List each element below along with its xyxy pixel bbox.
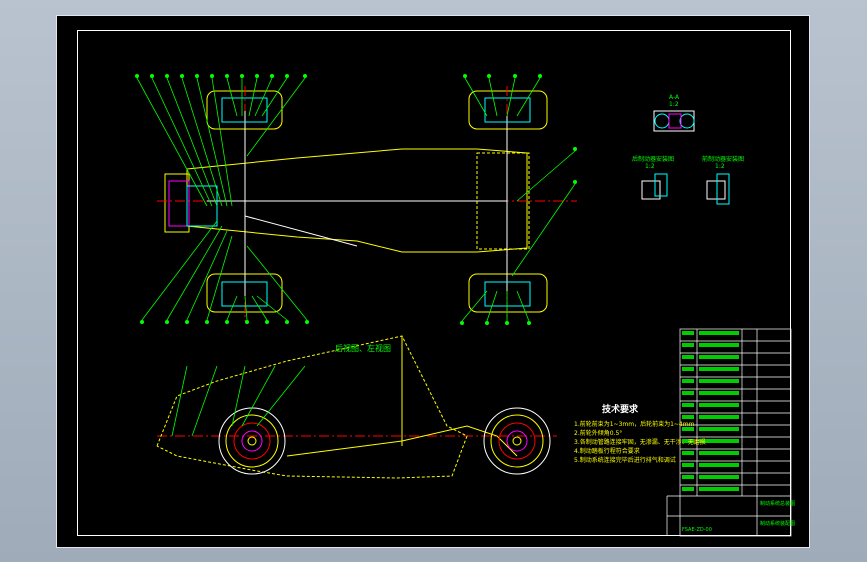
side-view	[156, 335, 518, 479]
title-block-name: 制动系统装配图	[760, 521, 796, 527]
center-lines	[157, 86, 577, 437]
section-scale-rear: 1:2	[645, 163, 655, 170]
section-details	[641, 110, 730, 205]
section-scale-a: 1:2	[669, 101, 679, 108]
drawing-frame	[77, 30, 791, 536]
title-block-project: 制动系统总装图	[760, 501, 796, 507]
section-scale-front: 1:2	[715, 163, 725, 170]
chassis-outline	[186, 148, 528, 253]
leader-lines	[136, 77, 576, 322]
side-frame	[286, 425, 518, 457]
wheel-rear-right	[468, 273, 548, 313]
parts-list-fill	[682, 331, 739, 491]
tech-note-4: 4.制动踏板行程符合要求	[574, 448, 640, 455]
leader-balloons	[135, 74, 577, 325]
title-block-number: FSAE-ZD-00	[682, 527, 712, 533]
tech-note-3: 3.各制动管路连接牢固，无渗漏、无干涉、无磨损	[574, 439, 706, 446]
view-title: 后视图、左视图	[335, 344, 391, 353]
section-label-front: 前制动器安装图	[702, 156, 745, 163]
tech-note-1: 1.前轮前束为1~3mm，后轮前束为1~4mm	[574, 421, 695, 428]
section-label-a: A-A	[669, 94, 680, 101]
tech-note-2: 2.前轮外倾角0.5°	[574, 430, 623, 437]
parts-list	[666, 328, 792, 537]
tech-requirements-title: 技术要求	[602, 405, 639, 415]
side-leaders	[171, 365, 306, 437]
side-wheels	[218, 407, 551, 475]
wheel-rear-left	[468, 90, 548, 130]
brake-lines	[207, 111, 508, 296]
cad-drawing	[135, 74, 792, 537]
tech-note-5: 5.制动系统连接完毕后进行排气和调试	[574, 457, 676, 464]
section-label-rear: 后制动器安装图	[632, 156, 675, 163]
side-body	[156, 335, 468, 479]
cad-viewport[interactable]: 后视图、左视图 技术要求 1.前轮前束为1~3mm，后轮前束为1~4mm 2.前…	[56, 15, 810, 548]
